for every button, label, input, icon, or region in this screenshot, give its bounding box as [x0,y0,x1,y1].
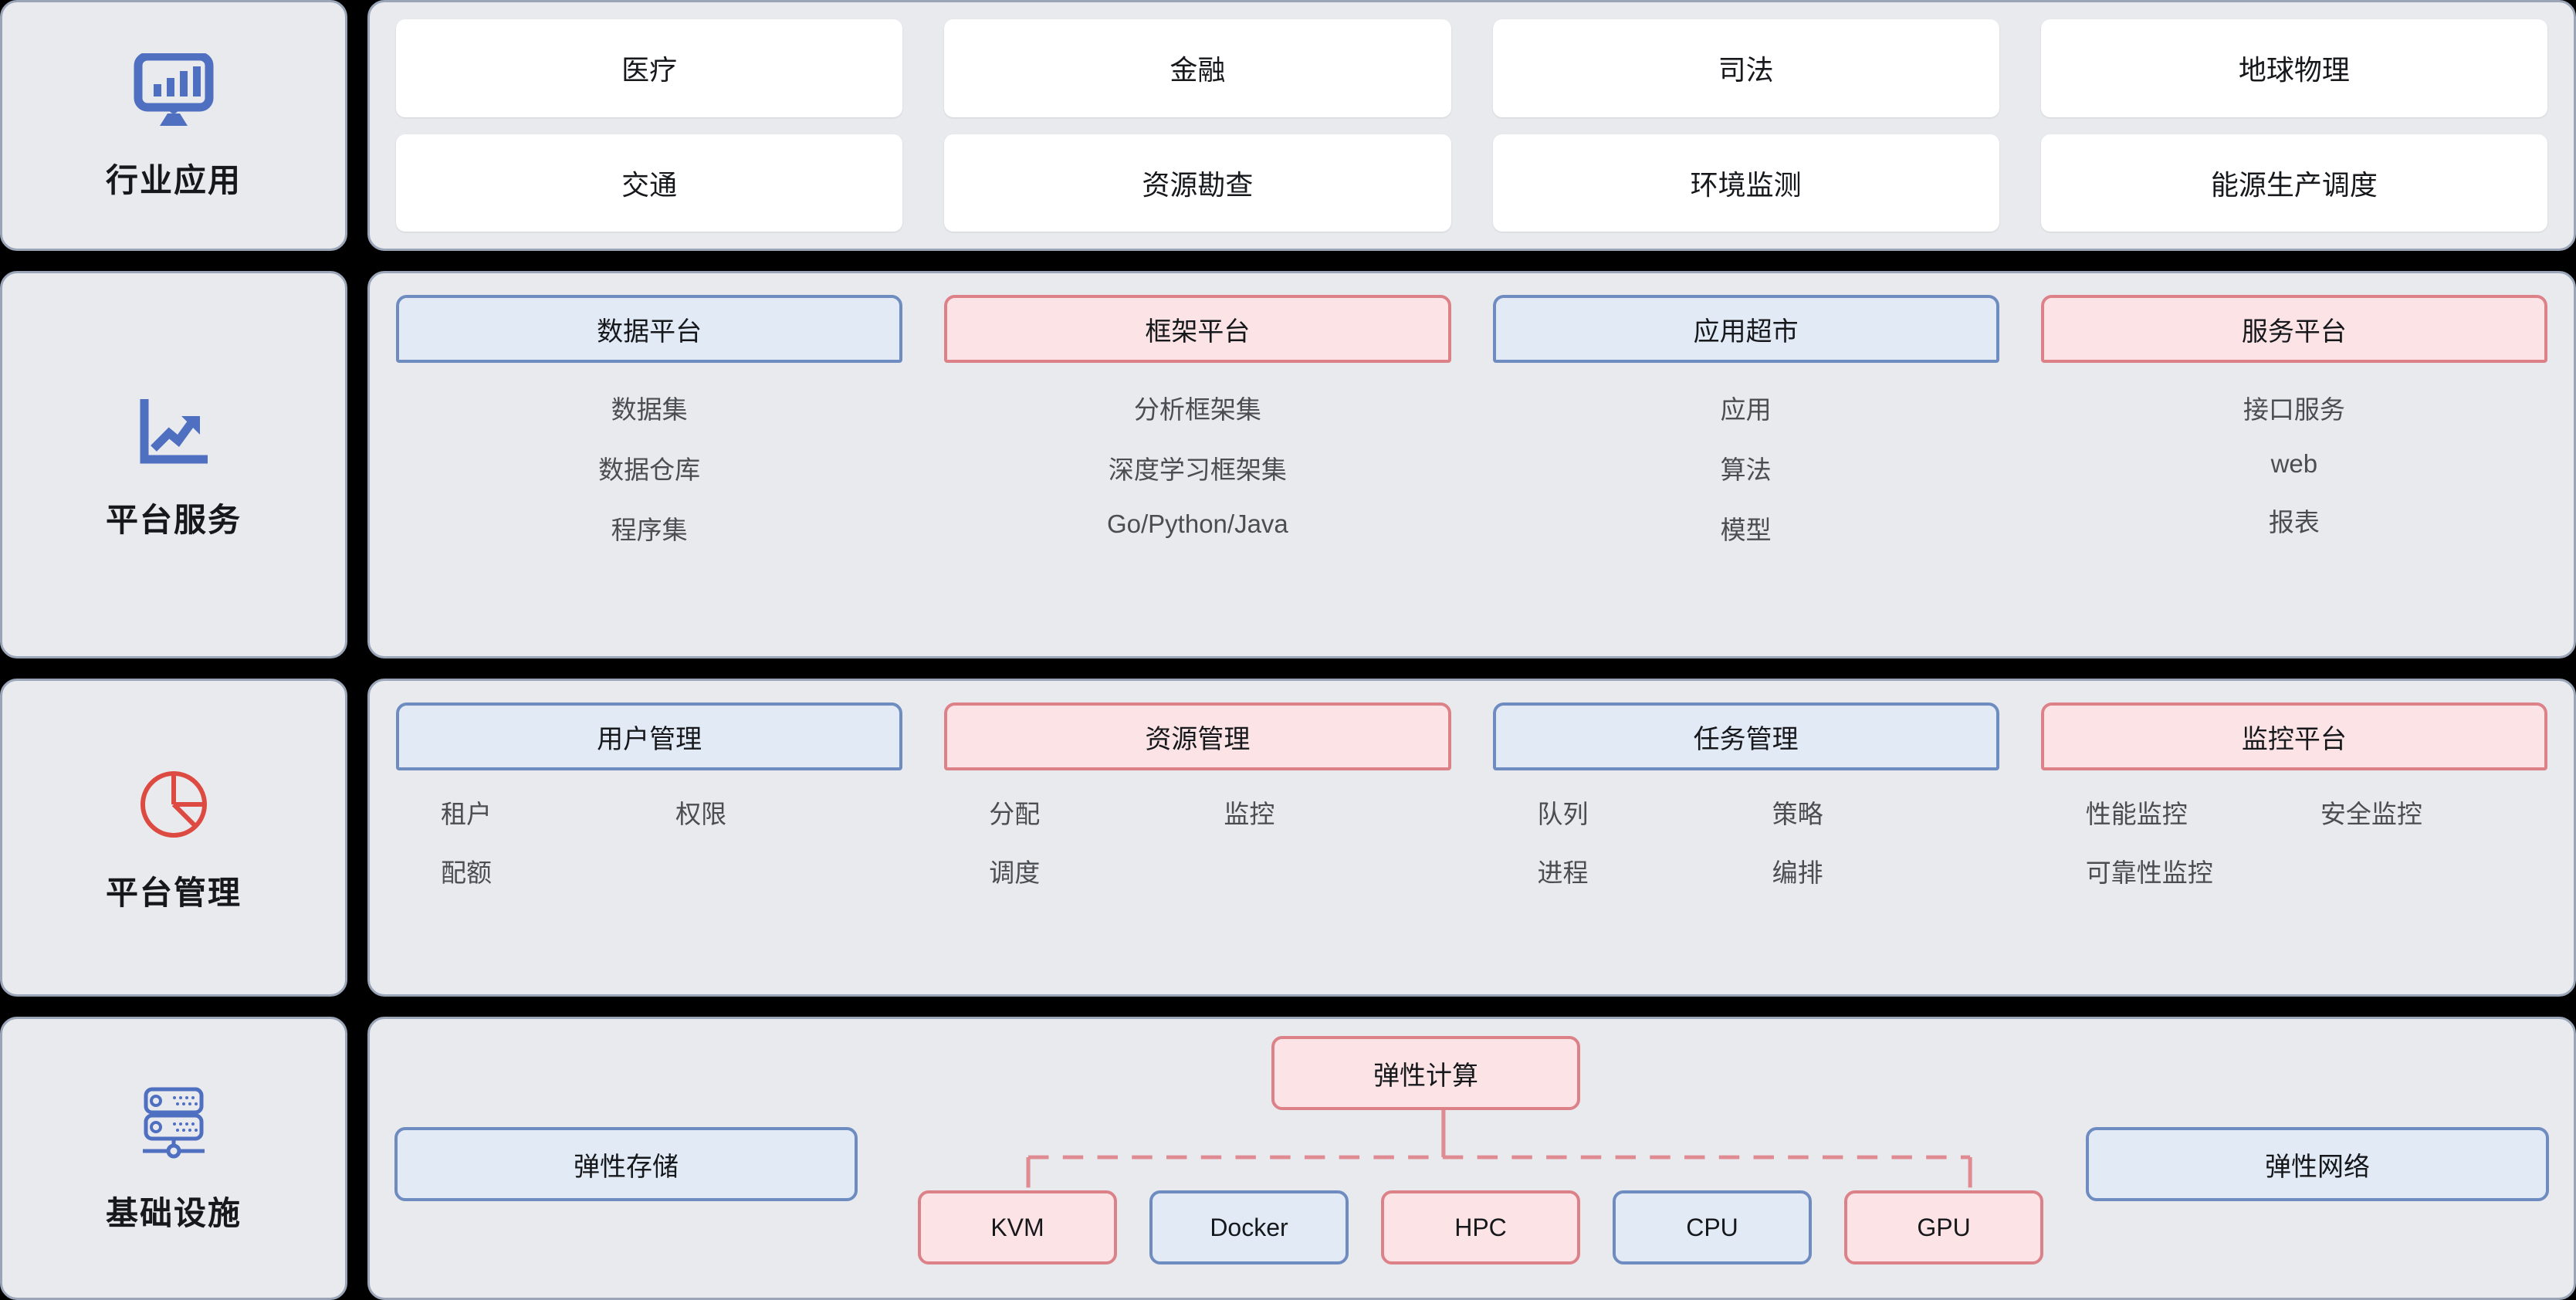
list-item: 模型 [1720,516,1772,544]
column-items: 接口服务 web 报表 [2041,389,2547,539]
list-item: 安全监控 [2320,800,2422,828]
layer-row-platform-management: 平台管理 用户管理 租户 权限 配额 资源管理 分配 监控 [0,679,2576,997]
box-cpu[interactable]: CPU [1613,1190,1812,1264]
industry-chip[interactable]: 交通 [396,134,903,232]
list-item: 算法 [1720,455,1772,484]
box-hpc[interactable]: HPC [1381,1190,1580,1264]
layer-label-platform-management: 平台管理 [0,679,347,997]
line-chart-up-icon [134,389,214,474]
list-item: 编排 [1772,858,1823,887]
industry-chip[interactable]: 医疗 [396,19,903,117]
platform-service-panel: 数据平台 数据集 数据仓库 程序集 框架平台 分析框架集 深度学习框架集 Go/… [367,271,2576,658]
server-rack-icon [130,1082,217,1167]
column-monitor-platform: 监控平台 性能监控 安全监控 可靠性监控 [2040,702,2547,980]
column-items: 租户 权限 配额 [396,794,902,889]
layer-label-text: 平台服务 [105,501,242,538]
column-app-market: 应用超市 应用 算法 模型 [1492,295,1999,642]
column-header[interactable]: 用户管理 [396,702,903,770]
layer-label-infrastructure: 基础设施 [0,1017,347,1300]
column-items: 分配 监控 调度 [944,794,1450,889]
box-docker[interactable]: Docker [1149,1190,1349,1264]
column-header[interactable]: 数据平台 [396,295,903,363]
industry-chip[interactable]: 金融 [944,19,1451,117]
column-items: 性能监控 安全监控 可靠性监控 [2041,794,2547,889]
list-item: 数据集 [611,395,688,424]
list-item: 配额 [441,858,492,887]
industry-chip[interactable]: 司法 [1492,19,1999,117]
list-item: Go/Python/Java [1106,510,1288,538]
column-items: 数据集 数据仓库 程序集 [396,389,902,547]
layer-row-industry: 行业应用 医疗 金融 司法 地球物理 交通 资源勘查 环境监测 能源生产调度 [0,0,2576,251]
column-header[interactable]: 服务平台 [2040,295,2547,363]
layer-row-infrastructure: 基础设施 弹性存储 弹性计算 弹性网络 KVM Docker [0,1017,2576,1300]
list-item: 调度 [989,858,1041,887]
industry-chip[interactable]: 能源生产调度 [2040,134,2547,232]
monitor-bar-chart-icon [134,49,214,134]
industry-chip[interactable]: 地球物理 [2040,19,2547,117]
column-header[interactable]: 资源管理 [944,702,1451,770]
box-elastic-network[interactable]: 弹性网络 [2086,1127,2549,1201]
list-item: 接口服务 [2243,395,2345,424]
column-service-platform: 服务平台 接口服务 web 报表 [2040,295,2547,642]
layer-label-text: 基础设施 [105,1195,242,1231]
list-item: 分析框架集 [1133,395,1261,424]
list-item: 性能监控 [2085,800,2188,828]
platform-service-columns: 数据平台 数据集 数据仓库 程序集 框架平台 分析框架集 深度学习框架集 Go/… [370,273,2574,656]
industry-chip[interactable]: 环境监测 [1492,134,1999,232]
list-item: 监控 [1224,800,1275,828]
list-item: 权限 [675,800,727,828]
column-items: 队列 策略 进程 编排 [1493,794,1999,889]
list-item: 深度学习框架集 [1108,455,1287,484]
list-item: 分配 [989,800,1041,828]
column-data-platform: 数据平台 数据集 数据仓库 程序集 [396,295,903,642]
industry-panel: 医疗 金融 司法 地球物理 交通 资源勘查 环境监测 能源生产调度 [367,0,2576,251]
list-item: 应用 [1720,395,1772,424]
box-kvm[interactable]: KVM [918,1190,1117,1264]
list-item: 策略 [1772,800,1823,828]
list-item: 租户 [441,800,492,828]
industry-chip-grid: 医疗 金融 司法 地球物理 交通 资源勘查 环境监测 能源生产调度 [370,2,2574,249]
list-item: 可靠性监控 [2085,858,2213,887]
list-item: 程序集 [611,516,688,544]
column-header[interactable]: 监控平台 [2040,702,2547,770]
layer-row-platform-service: 平台服务 数据平台 数据集 数据仓库 程序集 框架平台 分析框架集 深度学习框架 [0,271,2576,658]
list-item: 队列 [1537,800,1589,828]
infrastructure-panel: 弹性存储 弹性计算 弹性网络 KVM Docker HPC CPU GPU [367,1017,2576,1300]
infrastructure-canvas: 弹性存储 弹性计算 弹性网络 KVM Docker HPC CPU GPU [370,1019,2574,1298]
layer-label-industry: 行业应用 [0,0,347,251]
column-framework-platform: 框架平台 分析框架集 深度学习框架集 Go/Python/Java [944,295,1451,642]
column-resource-management: 资源管理 分配 监控 调度 [944,702,1451,980]
list-item: 报表 [2268,508,2320,537]
box-elastic-compute[interactable]: 弹性计算 [1271,1036,1580,1110]
list-item: 数据仓库 [598,455,701,484]
industry-chip[interactable]: 资源勘查 [944,134,1451,232]
column-items: 分析框架集 深度学习框架集 Go/Python/Java [944,389,1450,539]
column-task-management: 任务管理 队列 策略 进程 编排 [1492,702,1999,980]
column-items: 应用 算法 模型 [1493,389,1999,547]
column-header[interactable]: 任务管理 [1492,702,1999,770]
platform-management-columns: 用户管理 租户 权限 配额 资源管理 分配 监控 调度 [370,681,2574,994]
box-elastic-storage[interactable]: 弹性存储 [394,1127,858,1201]
platform-management-panel: 用户管理 租户 权限 配额 资源管理 分配 监控 调度 [367,679,2576,997]
layer-label-text: 平台管理 [105,874,242,911]
column-user-management: 用户管理 租户 权限 配额 [396,702,903,980]
layer-label-platform-service: 平台服务 [0,271,347,658]
column-header[interactable]: 框架平台 [944,295,1451,363]
pie-chart-icon [134,762,214,847]
box-gpu[interactable]: GPU [1844,1190,2043,1264]
list-item: 进程 [1537,858,1589,887]
list-item: web [2270,449,2318,478]
column-header[interactable]: 应用超市 [1492,295,1999,363]
layer-label-text: 行业应用 [105,162,242,198]
